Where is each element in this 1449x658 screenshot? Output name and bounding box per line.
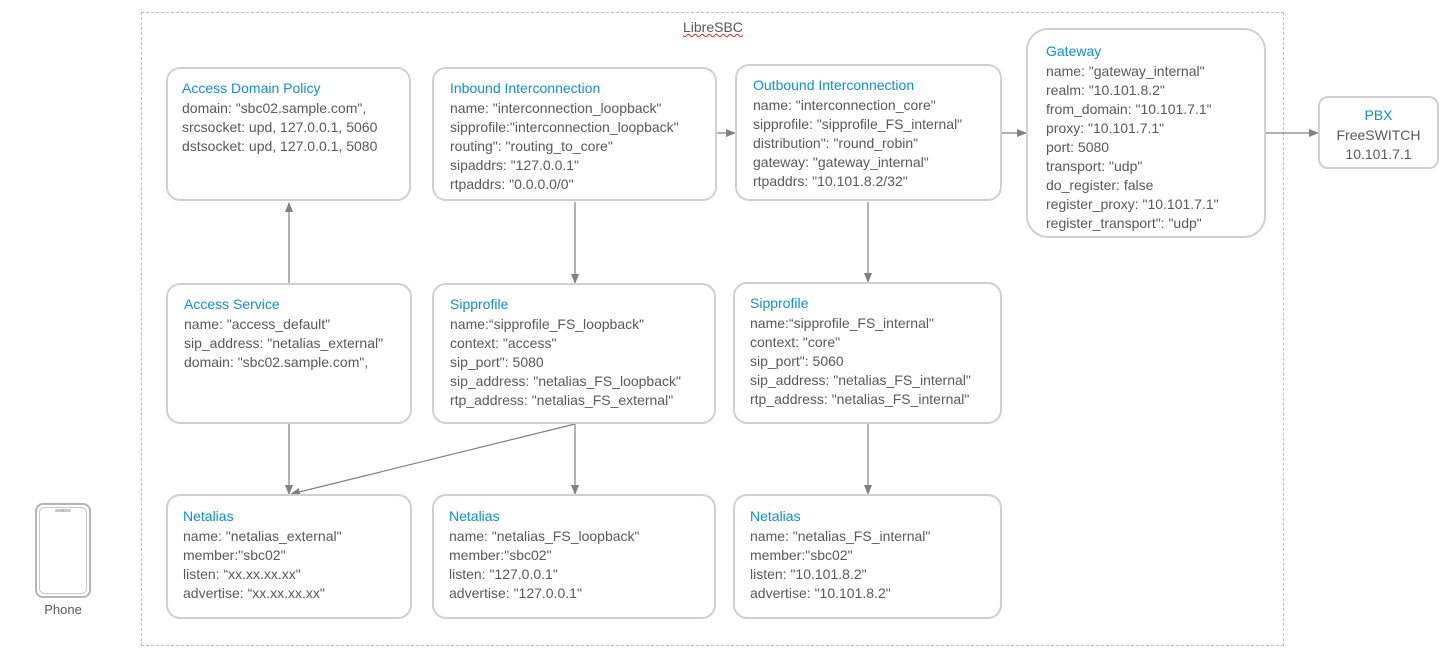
box-line: advertise: “xx.xx.xx.xx" xyxy=(183,585,325,601)
box-line: register_transport": "udp" xyxy=(1046,215,1202,231)
box-line: rtp_address: "netalias_FS_external" xyxy=(450,392,674,408)
box-line: 10.101.7.1 xyxy=(1345,146,1412,162)
pbx-box: PBX FreeSWITCH 10.101.7.1 xyxy=(1318,96,1439,169)
box-line: name:“sipprofile_FS_internal" xyxy=(750,315,934,331)
box-line: name: "netalias_FS_internal" xyxy=(750,528,931,544)
box-line: name: "interconnection_loopback" xyxy=(450,100,662,116)
box-line: rtpaddrs: "0.0.0.0/0" xyxy=(450,176,574,192)
box-line: rtp_address: "netalias_FS_internal" xyxy=(750,391,970,407)
box-line: member:"sbc02" xyxy=(449,547,552,563)
outbound-interconnection-box: Outbound Interconnection name: "intercon… xyxy=(735,64,1002,201)
box-line: name: "interconnection_core" xyxy=(753,97,936,113)
box-line: srcsocket: upd, 127.0.0.1, 5060 xyxy=(182,119,378,135)
box-line: do_register: false xyxy=(1046,177,1154,193)
netalias-loopback-box: Netalias name: "netalias_FS_loopback" me… xyxy=(432,494,716,619)
box-line: sip_address: "netalias_external" xyxy=(184,335,384,351)
netalias-internal-box: Netalias name: "netalias_FS_internal" me… xyxy=(733,494,1002,619)
box-line: name: "gateway_internal" xyxy=(1046,63,1205,79)
box-line: from_domain: "10.101.7.1" xyxy=(1046,101,1212,117)
box-line: sip_address: "netalias_FS_loopback" xyxy=(450,373,681,389)
box-line: FreeSWITCH xyxy=(1336,127,1421,143)
box-line: name:“sipprofile_FS_loopback" xyxy=(450,316,645,332)
box-line: sipprofile:"interconnection_loopback" xyxy=(450,119,679,135)
box-line: member:"sbc02" xyxy=(183,547,286,563)
box-line: name: "netalias_external" xyxy=(183,528,342,544)
libresbc-boundary xyxy=(141,12,1284,646)
access-service-box: Access Service name: "access_default" si… xyxy=(166,283,412,424)
box-line: domain: "sbc02.sample.com", xyxy=(182,100,367,116)
box-line: sipprofile: "sipprofile_FS_internal" xyxy=(753,116,963,132)
box-line: dstsocket: upd, 127.0.0.1, 5080 xyxy=(182,138,378,154)
sipprofile-internal-box: Sipprofile name:“sipprofile_FS_internal"… xyxy=(733,282,1002,424)
box-line: advertise: "10.101.8.2" xyxy=(750,585,891,601)
netalias-external-box: Netalias name: "netalias_external" membe… xyxy=(166,494,412,619)
box-title: Netalias xyxy=(449,508,500,524)
gateway-box: Gateway name: "gateway_internal" realm: … xyxy=(1026,28,1266,238)
box-title: PBX xyxy=(1364,107,1393,123)
box-title: Outbound Interconnection xyxy=(753,77,915,93)
box-line: sip_address: "netalias_FS_internal" xyxy=(750,372,971,388)
box-line: sip_port": 5060 xyxy=(750,353,844,369)
box-line: routing": "routing_to_core" xyxy=(450,138,613,154)
box-line: name: "netalias_FS_loopback" xyxy=(449,528,640,544)
box-line: sipaddrs: "127.0.0.1" xyxy=(450,157,580,173)
box-title: Access Domain Policy xyxy=(182,80,321,96)
box-line: member:"sbc02" xyxy=(750,547,853,563)
box-title: Inbound Interconnection xyxy=(450,80,601,96)
frame-title: LibreSBC xyxy=(683,19,743,35)
box-title: Netalias xyxy=(183,508,234,524)
access-domain-policy-box: Access Domain Policy domain: "sbc02.samp… xyxy=(166,67,411,201)
box-line: advertise: "127.0.0.1" xyxy=(449,585,582,601)
box-line: context: "core" xyxy=(750,334,841,350)
arrow-sipprofile-to-netalias-external xyxy=(290,423,576,496)
box-line: port: 5080 xyxy=(1046,139,1110,155)
box-line: gateway: "gateway_internal" xyxy=(753,154,929,170)
box-line: sip_port": 5080 xyxy=(450,354,544,370)
box-line: context: "access" xyxy=(450,335,557,351)
box-title: Access Service xyxy=(184,296,280,312)
box-line: listen: "10.101.8.2" xyxy=(750,566,867,582)
phone-label: Phone xyxy=(44,602,82,617)
box-line: realm: "10.101.8.2" xyxy=(1046,82,1165,98)
phone-icon xyxy=(35,503,91,598)
box-line: domain: "sbc02.sample.com", xyxy=(184,354,369,370)
box-title: Sipprofile xyxy=(750,295,809,311)
box-line: register_proxy: "10.101.7.1" xyxy=(1046,196,1219,212)
box-title: Netalias xyxy=(750,508,801,524)
box-line: distribution": "round_robin" xyxy=(753,135,919,151)
box-line: proxy: "10.101.7.1" xyxy=(1046,120,1165,136)
box-line: name: "access_default" xyxy=(184,316,331,332)
box-title: Sipprofile xyxy=(450,296,509,312)
inbound-interconnection-box: Inbound Interconnection name: "interconn… xyxy=(432,67,717,201)
box-line: listen: “xx.xx.xx.xx" xyxy=(183,566,301,582)
sipprofile-loopback-box: Sipprofile name:“sipprofile_FS_loopback"… xyxy=(432,283,716,424)
box-line: transport: "udp" xyxy=(1046,158,1143,174)
box-line: rtpaddrs: "10.101.8.2/32" xyxy=(753,173,908,189)
box-line: listen: "127.0.0.1" xyxy=(449,566,558,582)
box-title: Gateway xyxy=(1046,43,1102,59)
